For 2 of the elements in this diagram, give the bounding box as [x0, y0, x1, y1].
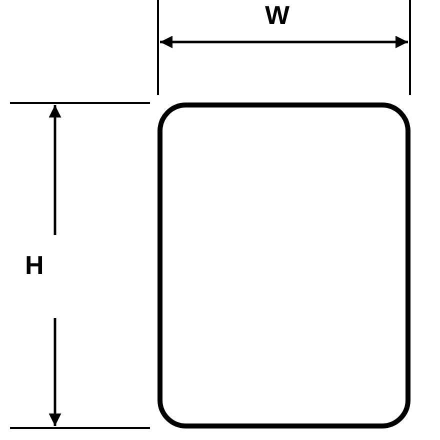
dimension-label: W [265, 2, 290, 28]
dimension-label: H [25, 252, 44, 278]
